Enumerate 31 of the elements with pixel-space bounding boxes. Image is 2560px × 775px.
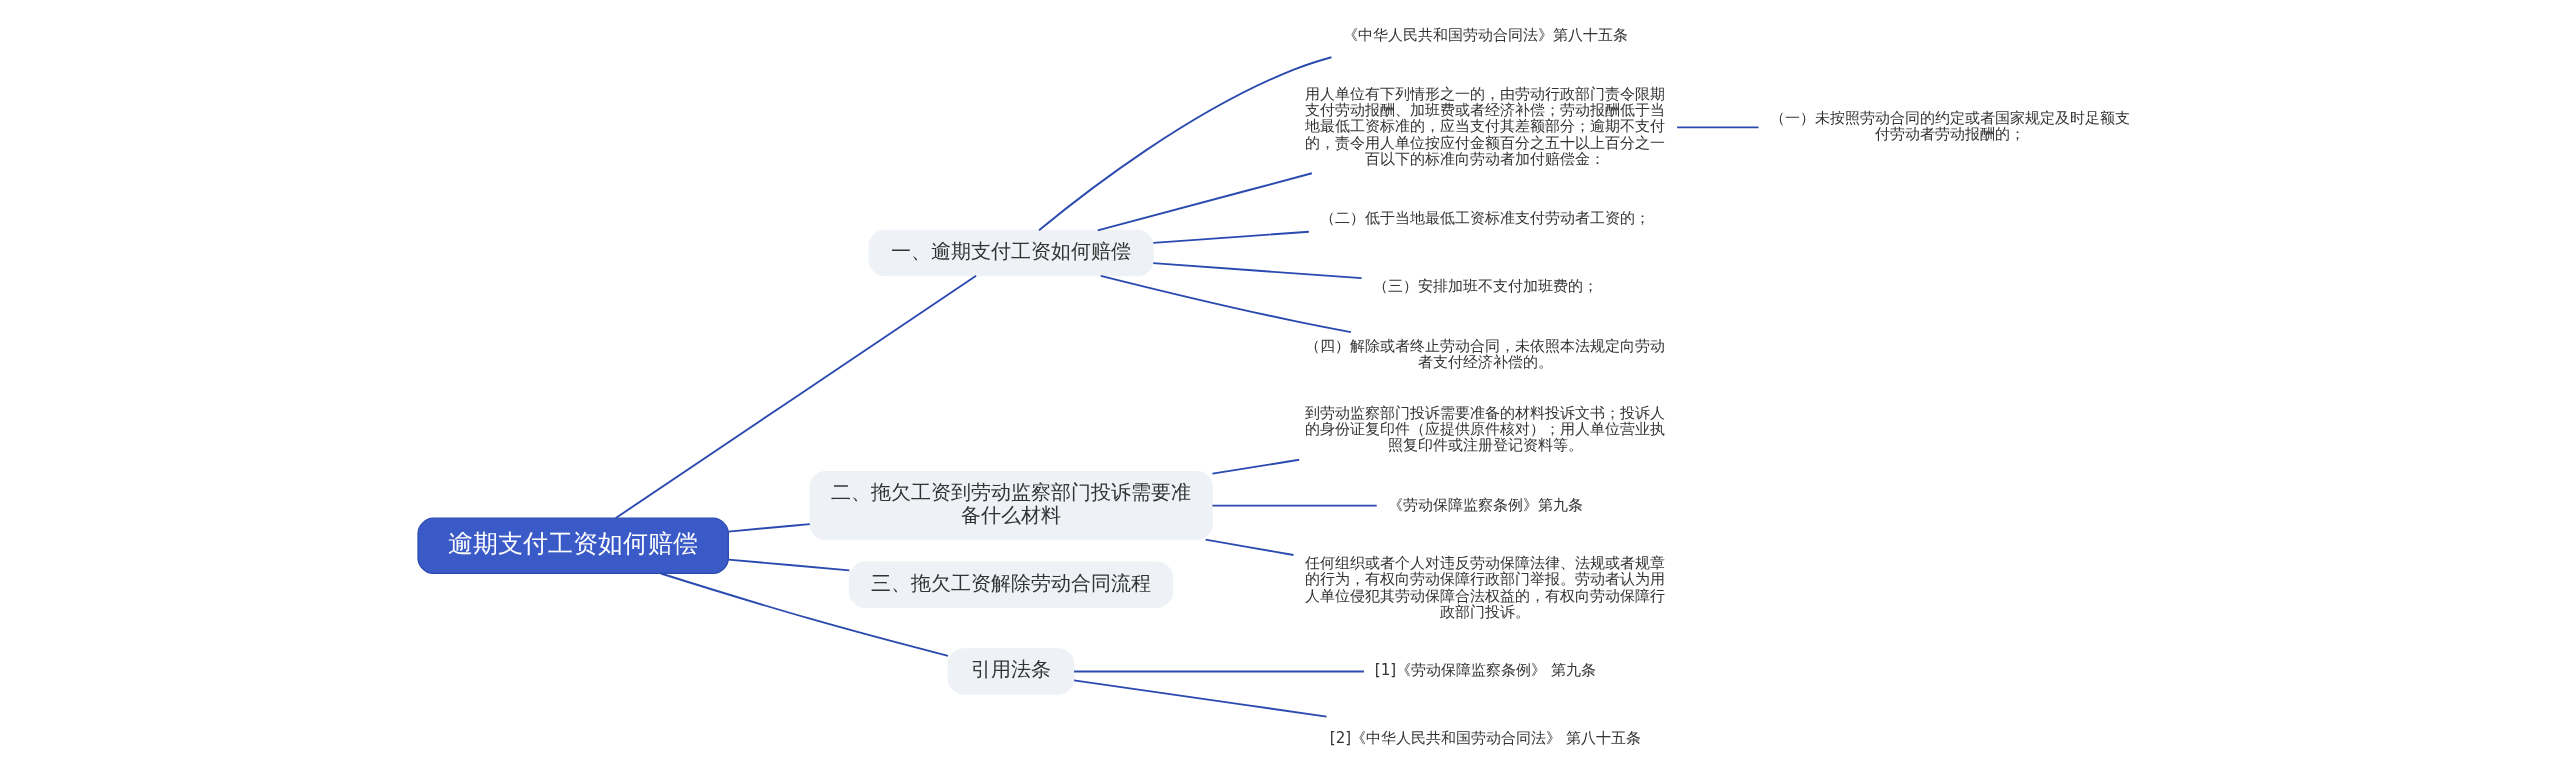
node-text: 用人单位有下列情形之一的，由劳动行政部门责令限期支付劳动报酬、加班费或者经济补偿；劳动报酬低于当地最低工资标准的，应当支付其差额部分；逾期不支付的，责令用人单位按应付金额百分之五十以上百分之一百以下的标准向劳动者加付赔偿金： <box>1305 84 1666 168</box>
connector <box>1204 538 1295 556</box>
connector <box>1676 126 1760 129</box>
connector <box>1096 172 1313 232</box>
connector <box>1211 504 1378 507</box>
connector <box>1038 56 1333 232</box>
connector <box>1099 274 1352 334</box>
connector <box>1152 262 1363 280</box>
node-text: （四）解除或者终止劳动合同，未依照本法规定向劳动者支付经济补偿的。 <box>1305 336 1666 371</box>
connector <box>1152 230 1310 244</box>
node-text: 到劳动监察部门投诉需要准备的材料投诉文书；投诉人的身份证复印件（应提供原件核对）；用人单位营业执照复印件或注册登记资料等。 <box>1305 403 1666 455</box>
connector <box>614 274 978 519</box>
node-text: 任何组织或者个人对违反劳动保障法律、法规或者规章的行为，有权向劳动保障行政部门举报。劳动者认为用人单位侵犯其劳动保障合法权益的，有权向劳动保障行政部门投诉。 <box>1305 553 1666 621</box>
node-box: 二、拖欠工资到劳动监察部门投诉需要准备什么材料 <box>809 471 1213 541</box>
node-box: 三、拖欠工资解除劳动合同流程 <box>849 561 1174 608</box>
connector <box>727 558 851 572</box>
connector <box>659 572 949 657</box>
connector <box>1073 670 1365 673</box>
node-text: 《劳动保障监察条例》第九条 <box>1387 495 1583 514</box>
node-box: 引用法条 <box>947 648 1075 695</box>
node-box: 一、逾期支付工资如何赔偿 <box>868 229 1154 277</box>
node-text: （一）未按照劳动合同的约定或者国家规定及时足额支付劳动者劳动报酬的； <box>1770 109 2131 144</box>
node-text: （三）安排加班不支付加班费的； <box>1372 276 1598 295</box>
node-text: [2]《中华人民共和国劳动合同法》 第八十五条 <box>1329 729 1641 748</box>
connector <box>727 523 811 533</box>
connector <box>1211 458 1301 475</box>
connector <box>1073 679 1328 718</box>
node-text: 《中华人民共和国劳动合同法》第八十五条 <box>1342 25 1628 44</box>
node-box: 逾期支付工资如何赔偿 <box>417 517 729 575</box>
node-text: （二）低于当地最低工资标准支付劳动者工资的； <box>1320 209 1651 228</box>
node-text: [1]《劳动保障监察条例》 第九条 <box>1374 661 1596 680</box>
